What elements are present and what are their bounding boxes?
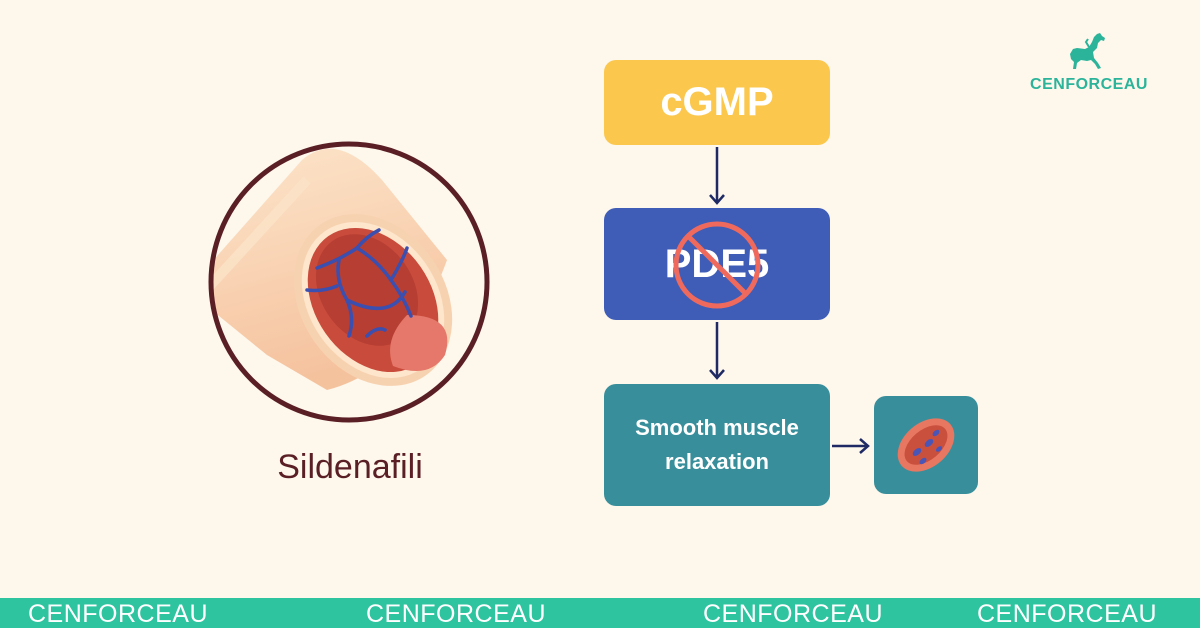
blood-vessel-illustration: [207, 140, 491, 424]
banner-brand-text: CENFORCEAU: [28, 600, 209, 628]
muscle-cell-icon: [897, 418, 955, 472]
blood-vessel-icon: [208, 141, 490, 423]
banner-brand-text: CENFORCEAU: [977, 600, 1158, 628]
logo-text: CENFORCEAU: [1030, 76, 1148, 93]
horse-icon: [1070, 33, 1105, 69]
drug-label: Sildenafili: [277, 448, 423, 486]
brand-logo: CENFORCEAU: [1022, 30, 1156, 94]
banner-brand-text: CENFORCEAU: [703, 600, 884, 628]
arrow-down-icon: [709, 322, 725, 380]
smooth-muscle-label: Smooth muscle relaxation: [635, 415, 799, 474]
cgmp-box: cGMP: [604, 60, 830, 145]
cgmp-label: cGMP: [660, 80, 774, 124]
muscle-cell-box: [874, 396, 978, 494]
arrow-down-icon: [709, 147, 725, 205]
banner-brand-text: CENFORCEAU: [366, 600, 547, 628]
arrow-right-icon: [832, 438, 870, 454]
prohibited-icon: [673, 221, 761, 309]
smooth-muscle-box: Smooth muscle relaxation: [604, 384, 830, 506]
pde5-box: PDE5: [604, 208, 830, 320]
bottom-banner: CENFORCEAU CENFORCEAU CENFORCEAU CENFORC…: [0, 598, 1200, 628]
